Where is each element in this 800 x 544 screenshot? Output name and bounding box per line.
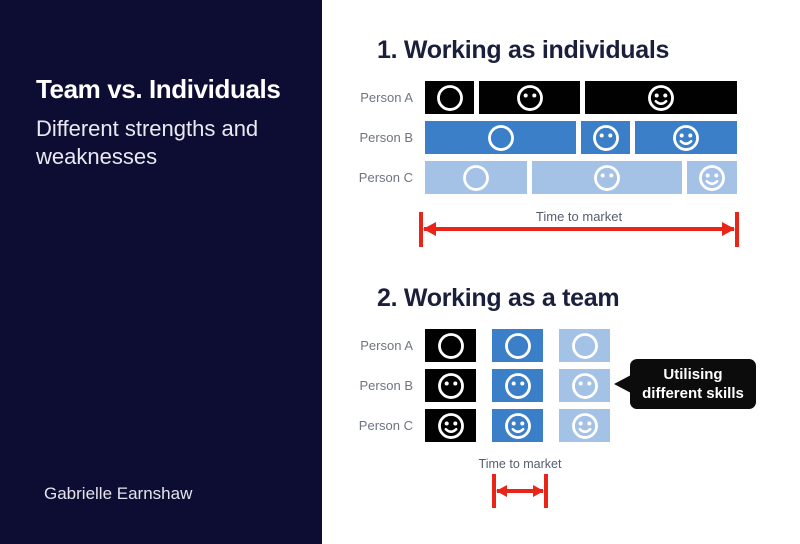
callout-line-2: different skills [642, 385, 744, 402]
arrow-end-cap-left [492, 474, 496, 508]
skill-box-neutral [492, 369, 543, 402]
arrow-end-cap-left [419, 212, 423, 247]
time-to-market-arrow-team: Time to market [479, 457, 561, 508]
smiley-face-icon [673, 124, 699, 151]
task-circle-icon [437, 332, 464, 359]
arrow-head-right-icon [533, 485, 544, 497]
arrow-head-left-icon [496, 485, 507, 497]
smiley-face-icon [437, 412, 464, 439]
section2-heading: 2. Working as a team [377, 284, 620, 312]
task-bar-circle [425, 161, 527, 194]
task-bars [425, 121, 737, 154]
time-to-market-label: Time to market [478, 457, 562, 471]
task-bar-happy [585, 81, 737, 114]
task-bar-happy [687, 161, 737, 194]
person-label: Person B [359, 130, 413, 145]
skill-box-circle [559, 329, 610, 362]
person-label: Person B [359, 378, 413, 393]
task-bar-neutral [532, 161, 682, 194]
person-row: Person B [322, 121, 740, 154]
skill-boxes [425, 329, 610, 362]
task-bar-neutral [581, 121, 630, 154]
skill-box-happy [425, 409, 476, 442]
arrow-end-cap-right [735, 212, 739, 247]
task-circle-icon [436, 84, 463, 111]
skill-boxes [425, 409, 610, 442]
skill-boxes [425, 369, 610, 402]
neutral-face-icon [571, 372, 598, 399]
author-credit: Gabrielle Earnshaw [44, 484, 193, 503]
slide-title: Team vs. Individuals [36, 74, 281, 104]
task-bars [425, 81, 737, 114]
arrow-head-left-icon [423, 222, 436, 236]
task-bar-neutral [479, 81, 580, 114]
task-bar-circle [425, 81, 474, 114]
task-bar-circle [425, 121, 576, 154]
callout-tail [614, 375, 631, 393]
callout-bubble: Utilising different skills [614, 359, 756, 409]
skill-box-circle [492, 329, 543, 362]
callout-line-1: Utilising [663, 365, 723, 383]
arrow-end-cap-right [544, 474, 548, 508]
task-circle-icon [463, 164, 489, 191]
person-row: Person C [322, 409, 740, 442]
skill-box-circle [425, 329, 476, 362]
person-label: Person C [358, 418, 413, 433]
task-circle-icon [571, 332, 598, 359]
person-label: Person C [358, 170, 413, 185]
arrow-head-right-icon [722, 222, 735, 236]
skill-box-happy [559, 409, 610, 442]
time-to-market-label: Time to market [535, 209, 623, 224]
arrow-line [424, 227, 734, 231]
smiley-face-icon [699, 164, 725, 191]
time-to-market-arrow-individuals: Time to market [419, 209, 739, 248]
sidebar: Team vs. Individuals Different strengths… [0, 0, 322, 544]
person-label: Person A [360, 338, 413, 353]
slide-subtitle: Different strengths and weaknesses [36, 116, 259, 170]
neutral-face-icon [504, 372, 531, 399]
skill-box-neutral [425, 369, 476, 402]
person-row: Person B [322, 369, 740, 402]
task-circle-icon [487, 124, 514, 151]
task-circle-icon [504, 332, 531, 359]
smiley-face-icon [571, 412, 598, 439]
callout-text: Utilising different skills [642, 365, 744, 403]
person-row: Person C [322, 161, 740, 194]
task-bar-happy [635, 121, 737, 154]
task-bars [425, 161, 737, 194]
skill-box-neutral [559, 369, 610, 402]
arrow-line [497, 489, 543, 493]
person-row: Person A [322, 329, 740, 362]
person-label: Person A [360, 90, 413, 105]
skill-box-happy [492, 409, 543, 442]
neutral-face-icon [592, 124, 619, 151]
smiley-face-icon [648, 84, 674, 111]
neutral-face-icon [437, 372, 464, 399]
neutral-face-icon [516, 84, 543, 111]
smiley-face-icon [504, 412, 531, 439]
neutral-face-icon [594, 164, 620, 191]
section1-heading: 1. Working as individuals [377, 36, 670, 64]
person-row: Person A [322, 81, 740, 114]
